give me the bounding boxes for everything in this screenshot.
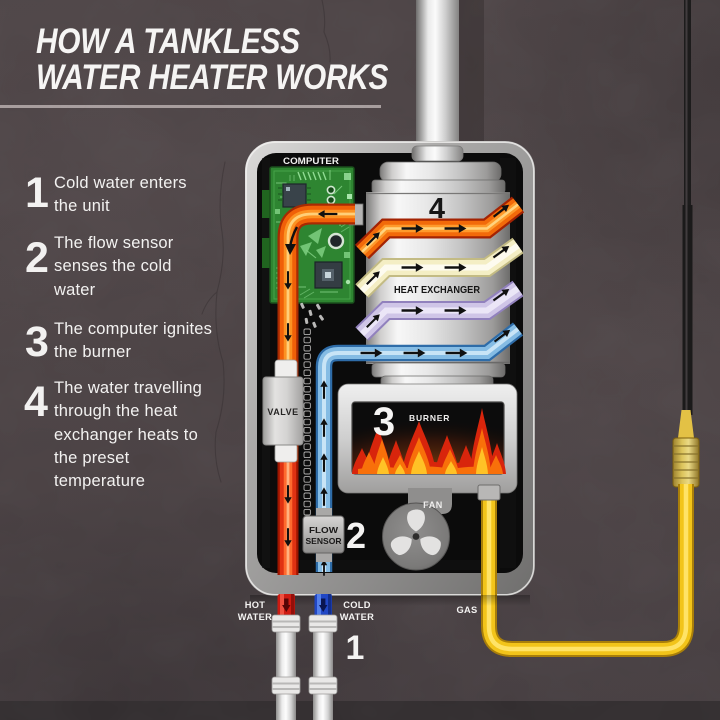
svg-text:BURNER: BURNER bbox=[409, 413, 450, 423]
svg-text:GAS: GAS bbox=[456, 605, 477, 615]
svg-text:4: 4 bbox=[429, 193, 445, 225]
svg-text:WATER: WATER bbox=[238, 612, 272, 622]
svg-text:3: 3 bbox=[373, 400, 395, 444]
svg-text:WATER: WATER bbox=[340, 612, 374, 622]
svg-text:VALVE: VALVE bbox=[267, 407, 298, 417]
svg-text:FAN: FAN bbox=[423, 500, 443, 510]
svg-text:2: 2 bbox=[346, 515, 366, 556]
svg-text:FLOW: FLOW bbox=[309, 525, 339, 535]
svg-text:1: 1 bbox=[346, 629, 365, 667]
svg-text:SENSOR: SENSOR bbox=[306, 536, 342, 546]
svg-text:COMPUTER: COMPUTER bbox=[283, 156, 339, 167]
svg-text:COLD: COLD bbox=[343, 600, 371, 610]
svg-text:HOT: HOT bbox=[245, 600, 266, 610]
svg-text:HEAT EXCHANGER: HEAT EXCHANGER bbox=[394, 284, 480, 296]
